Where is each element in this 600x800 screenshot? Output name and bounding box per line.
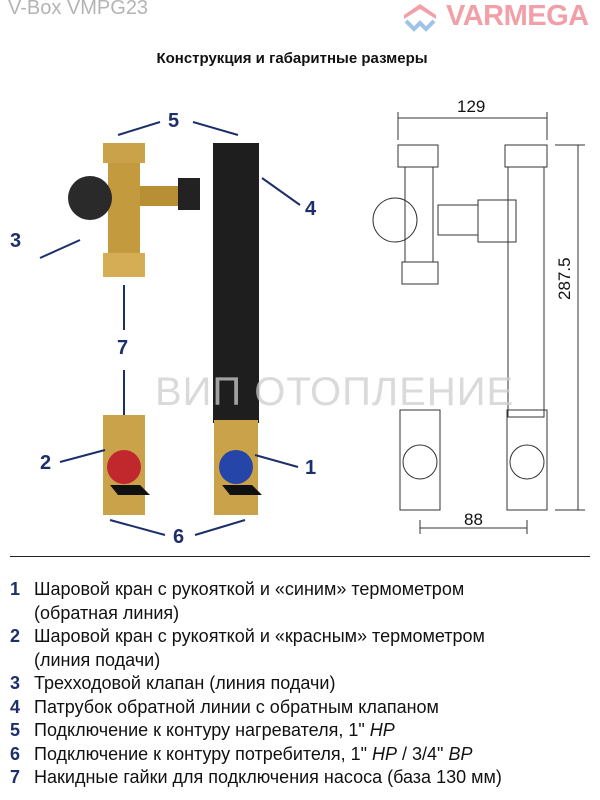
item-number: 7 xyxy=(10,767,21,787)
callout-lines xyxy=(39,121,301,536)
list-item: 4 Патрубок обратной линии с обратным клап… xyxy=(10,696,502,720)
brand-name: VARMEGA xyxy=(446,0,589,32)
valve-connector xyxy=(140,186,185,206)
callout-2: 2 xyxy=(40,452,52,474)
pump-nut-left xyxy=(103,253,145,277)
list-item: 7 Накидные гайки для подключения насоса (… xyxy=(10,766,502,790)
callout-7: 7 xyxy=(117,337,129,359)
item-text: Патрубок обратной линии с обратным клапа… xyxy=(34,696,439,717)
list-item: 2 Шаровой кран с рукояткой и «красным» те… xyxy=(10,625,502,672)
callout-1: 1 xyxy=(305,457,317,479)
item-text-block: Подключение к контуру нагревателя, 1" НР xyxy=(34,719,395,743)
item-text-block: Подключение к контуру потребителя, 1" НР… xyxy=(34,743,472,767)
list-item: 3 Трехходовой клапан (линия подачи) xyxy=(10,672,502,696)
item-text-2: (обратная линия) xyxy=(34,602,180,623)
technical-drawing xyxy=(372,112,585,534)
item-separator: / 3/4" xyxy=(397,743,444,764)
three-way-valve-body xyxy=(108,163,140,253)
item-emphasis: НР xyxy=(369,720,395,740)
item-text: Трехходовой клапан (линия подачи) xyxy=(34,673,336,693)
item-text-block: Шаровой кран с рукояткой и «синим» термо… xyxy=(34,578,464,625)
connector-nut xyxy=(178,178,200,210)
red-thermometer xyxy=(107,450,141,484)
callout-6: 6 xyxy=(173,526,185,548)
pump-group-photo xyxy=(68,143,262,515)
item-number: 3 xyxy=(10,673,21,693)
item-emphasis-2: ВР xyxy=(448,743,473,764)
watermark: ВИП ОТОПЛЕНИЕ xyxy=(155,370,515,414)
legend-list: 1 Шаровой кран с рукояткой и «синим» терм… xyxy=(10,578,502,790)
item-text-2: (линия подачи) xyxy=(34,649,161,670)
item-text: Накидные гайки для подключения насоса (б… xyxy=(34,767,502,787)
callout-4: 4 xyxy=(305,198,317,220)
item-text: Шаровой кран с рукояткой и «синим» термо… xyxy=(34,579,465,599)
dimension-width-top: 129 xyxy=(457,97,486,116)
item-number: 5 xyxy=(10,720,21,740)
item-text: Подключение к контуру нагревателя, 1" xyxy=(34,720,365,740)
page-title: Конструкция и габаритные размеры xyxy=(156,50,428,67)
callout-5: 5 xyxy=(168,110,180,132)
list-item: 1 Шаровой кран с рукояткой и «синим» терм… xyxy=(10,578,502,625)
supply-nut-top xyxy=(103,143,145,163)
item-number: 4 xyxy=(10,696,21,717)
item-text-block: Шаровой кран с рукояткой и «красным» тер… xyxy=(34,625,485,672)
separator xyxy=(10,556,590,557)
valve-knob xyxy=(68,176,112,220)
item-number: 2 xyxy=(10,626,21,646)
list-item: 6 Подключение к контуру потребителя, 1" Н… xyxy=(10,743,502,767)
return-pipe xyxy=(213,143,259,423)
item-number: 1 xyxy=(10,579,21,599)
brand-logo-icon xyxy=(404,3,436,32)
product-illustration xyxy=(39,112,585,536)
brand-logo: VARMEGA xyxy=(400,0,589,33)
item-number: 6 xyxy=(10,743,21,764)
dimension-height: 287.5 xyxy=(555,257,574,300)
item-emphasis: НР xyxy=(372,743,398,764)
list-item: 5 Подключение к контуру нагревателя, 1" Н… xyxy=(10,719,502,743)
item-text: Шаровой кран с рукояткой и «красным» тер… xyxy=(34,626,485,646)
return-handle xyxy=(222,485,262,495)
dimension-width-bottom: 88 xyxy=(464,510,483,529)
supply-handle xyxy=(110,485,150,495)
callout-3: 3 xyxy=(10,230,22,252)
blue-thermometer xyxy=(219,450,253,484)
item-text: Подключение к контуру потребителя, 1" xyxy=(34,743,367,764)
model-name: V-Box VMPG23 xyxy=(8,0,149,19)
